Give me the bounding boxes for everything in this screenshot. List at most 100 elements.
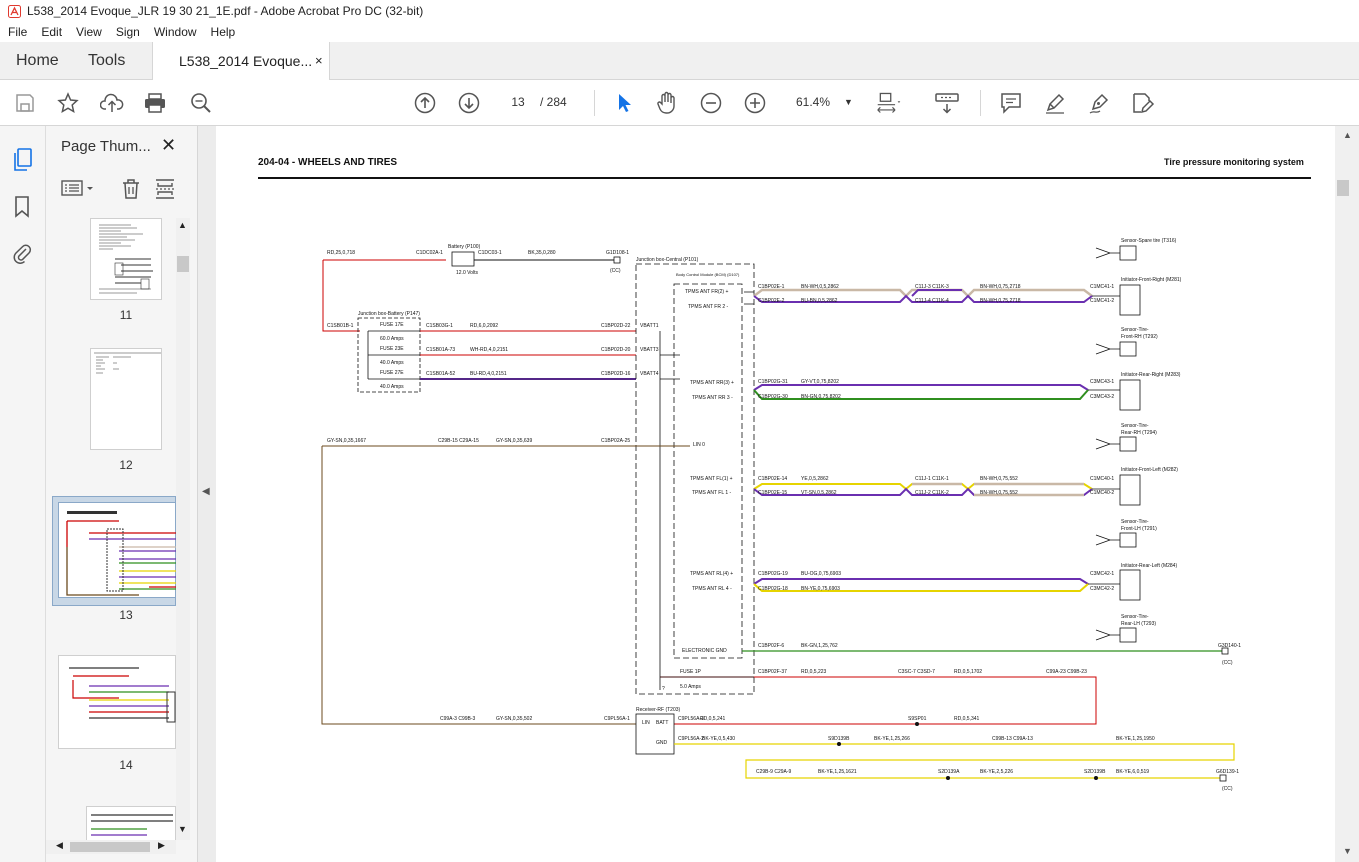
acrobat-app-icon [7, 4, 21, 18]
chevron-up-icon[interactable]: ▲ [178, 220, 187, 230]
connector-label: C1BP02G-18 [758, 586, 788, 592]
vbatt-label: VBATT4 [640, 371, 659, 377]
toolbar-divider [980, 90, 981, 116]
scrollbar-thumb[interactable] [70, 842, 150, 852]
menu-view[interactable]: View [76, 25, 102, 39]
ground-connector [1219, 774, 1227, 782]
thumbnail-page-14[interactable] [58, 655, 176, 749]
connector-label: C1SB01A-73 [426, 347, 455, 353]
connector-label: C1MC40-2 [1090, 490, 1114, 496]
ground-connector [1221, 647, 1229, 655]
menu-edit[interactable]: Edit [41, 25, 63, 39]
thumbnail-options-icon[interactable] [60, 178, 96, 203]
chevron-up-icon[interactable]: ▲ [1343, 130, 1352, 140]
wire-label: GY-SN,0,35,639 [496, 438, 532, 444]
toolbar [0, 80, 1359, 126]
thumbnail-page-13[interactable] [58, 502, 176, 598]
cc-label: (CC) [1222, 786, 1233, 792]
chevron-right-icon[interactable]: ▶ [158, 840, 165, 850]
chevron-down-icon[interactable]: ▼ [178, 824, 187, 834]
scrollbar-thumb[interactable] [1337, 180, 1349, 196]
receiver-pin-lin: LIN [642, 720, 650, 726]
tab-document[interactable]: L538_2014 Evoque... × [152, 42, 330, 81]
chevron-left-icon[interactable]: ◀ [202, 486, 210, 497]
connector-label: S9SP01 [908, 716, 927, 722]
zoom-search-icon[interactable] [188, 90, 214, 116]
sensor-label: Initiator-Rear-Right (M283) [1121, 372, 1181, 378]
section-title: 204-04 - WHEELS AND TIRES [258, 157, 398, 168]
upload-cloud-icon[interactable] [99, 90, 125, 116]
connector-label: C11J-3 C11K-3 [915, 284, 949, 290]
title-bar: L538_2014 Evoque_JLR 19 30 21_1E.pdf - A… [0, 0, 1359, 22]
chevron-down-icon[interactable]: ▼ [1343, 846, 1352, 856]
menu-help[interactable]: Help [210, 25, 236, 39]
delete-page-icon[interactable] [120, 178, 142, 205]
tab-home[interactable]: Home [16, 52, 59, 69]
scroll-mode-icon[interactable] [934, 90, 960, 116]
battery-symbol [451, 251, 475, 267]
zoom-out-icon[interactable] [698, 90, 724, 116]
comment-icon[interactable] [998, 90, 1024, 116]
panel-close-icon[interactable]: ✕ [161, 135, 177, 155]
save-icon[interactable] [12, 90, 38, 116]
thumbnail-scrollbar[interactable]: ▲ ▼ [176, 218, 190, 840]
vbatt-label: VBATT1 [640, 323, 659, 329]
electronic-gnd-label: ELECTRONIC GND [682, 648, 727, 654]
menu-window[interactable]: Window [153, 25, 197, 39]
thumbnail-page-12[interactable] [90, 348, 162, 450]
next-page-icon[interactable] [456, 90, 482, 116]
chevron-left-icon[interactable]: ◀ [56, 840, 63, 850]
wire-label: BK-YE,0,5,430 [702, 736, 735, 742]
zoom-in-icon[interactable] [742, 90, 768, 116]
connector-label: S9D139B [828, 736, 850, 742]
sign-pen-icon[interactable] [1086, 90, 1112, 116]
thumbnail-label: 12 [119, 458, 133, 472]
tab-tools[interactable]: Tools [88, 52, 126, 69]
connector-label: C1BP02A-25 [601, 438, 630, 444]
page-number-input[interactable]: 13 [511, 95, 525, 109]
fuse-amps: 40.0 Amps [380, 360, 404, 366]
connector-label: C3MC42-1 [1090, 571, 1114, 577]
thumbnail-label: 14 [119, 758, 133, 772]
edit-pdf-icon[interactable] [1130, 90, 1156, 116]
thumbnail-hscrollbar[interactable]: ◀ ▶ [46, 840, 176, 854]
highlight-pen-icon[interactable] [1042, 90, 1068, 116]
scrollbar-thumb[interactable] [177, 256, 189, 272]
sensor-label: Rear-LH (T293) [1121, 621, 1156, 627]
wire-label: BK,35,0,280 [528, 250, 556, 256]
connector-label: G6D139-1 [1216, 769, 1239, 775]
panel-collapse-handle[interactable]: ◀ [198, 126, 216, 862]
receiver-pin-batt: BATT [656, 720, 668, 726]
wire-label: BN-GN,0,75,8202 [801, 394, 841, 400]
connector-label: C1BP02E-2 [758, 298, 785, 304]
previous-page-icon[interactable] [412, 90, 438, 116]
wire-label: BU-OG,0,75,6903 [801, 571, 841, 577]
sensor-label: Initiator-Front-Right (M281) [1121, 277, 1182, 283]
page-fit-icon[interactable] [876, 90, 902, 116]
print-icon[interactable] [142, 90, 168, 116]
zoom-level-dropdown[interactable]: 61.4%▼ [788, 90, 860, 114]
page-thumbnails-icon[interactable] [12, 148, 34, 177]
connector-label: C1BP02E-14 [758, 476, 787, 482]
connector-label: C1BP02E-15 [758, 490, 787, 496]
extract-pages-icon[interactable] [154, 178, 176, 205]
bookmark-icon[interactable] [14, 196, 30, 223]
thumbnail-page-15[interactable] [86, 806, 176, 840]
wire-label: BN-WH,0,75,552 [980, 476, 1018, 482]
hand-tool-icon[interactable] [654, 90, 680, 116]
sensor-label: Front-LH (T291) [1121, 526, 1157, 532]
thumbnail-page-11[interactable] [90, 218, 162, 300]
connector-label: C3SC-7 C3SD-7 [898, 669, 935, 675]
menu-file[interactable]: File [8, 25, 28, 39]
tab-close-button[interactable]: × [315, 53, 323, 68]
fuse-amps: 40.0 Amps [380, 384, 404, 390]
select-cursor-icon[interactable] [611, 90, 637, 116]
document-scrollbar[interactable]: ▲ ▼ [1335, 126, 1359, 862]
sensor-label: Rear-RH (T294) [1121, 430, 1157, 436]
attachment-paperclip-icon[interactable] [12, 242, 32, 269]
star-icon[interactable] [55, 90, 81, 116]
menu-sign[interactable]: Sign [115, 25, 140, 39]
sensor-label: Sensor-Tire- [1121, 327, 1149, 333]
connector-label: C1BP02F-37 [758, 669, 787, 675]
